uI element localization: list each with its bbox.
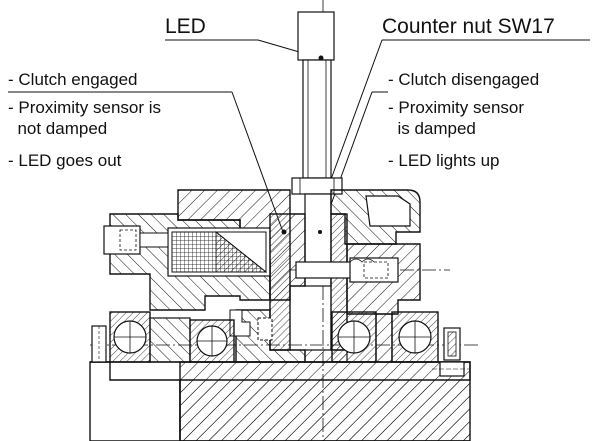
retaining-rings xyxy=(91,325,470,377)
counter-nut-leader xyxy=(329,39,383,183)
bearing-right xyxy=(391,311,439,363)
armature-left xyxy=(269,213,291,351)
bearing-center-right xyxy=(331,311,377,363)
led-icon xyxy=(318,55,324,61)
right-note-clutch-disengaged: - Clutch disengaged xyxy=(388,70,539,89)
bearing-left xyxy=(109,311,151,363)
left-note-sensor-line2: not damped xyxy=(8,119,107,138)
left-note-clutch-engaged: - Clutch engaged xyxy=(8,70,137,89)
proximity-sensor xyxy=(291,11,343,287)
left-notes: - Clutch engaged - Proximity sensor is n… xyxy=(8,70,161,170)
right-note-sensor-line1: - Proximity sensor xyxy=(388,98,524,117)
counter-nut-label: Counter nut SW17 xyxy=(382,15,555,38)
magnet-body xyxy=(103,213,271,311)
right-note-sensor-line2: is damped xyxy=(388,119,476,138)
sensor-stem xyxy=(302,59,332,179)
left-note-sensor-line1: - Proximity sensor is xyxy=(8,98,161,117)
right-hub xyxy=(295,243,421,315)
left-screw-head xyxy=(103,225,141,255)
led-label: LED xyxy=(165,15,206,38)
bearings xyxy=(109,311,439,363)
right-notes: - Clutch disengaged - Proximity sensor i… xyxy=(388,70,539,170)
led-cap xyxy=(297,11,335,61)
right-note-led-lights: - LED lights up xyxy=(388,151,500,170)
left-note-led-out: - LED goes out xyxy=(8,151,122,170)
bearing-center-left xyxy=(189,319,235,363)
leader-lines xyxy=(8,39,590,233)
